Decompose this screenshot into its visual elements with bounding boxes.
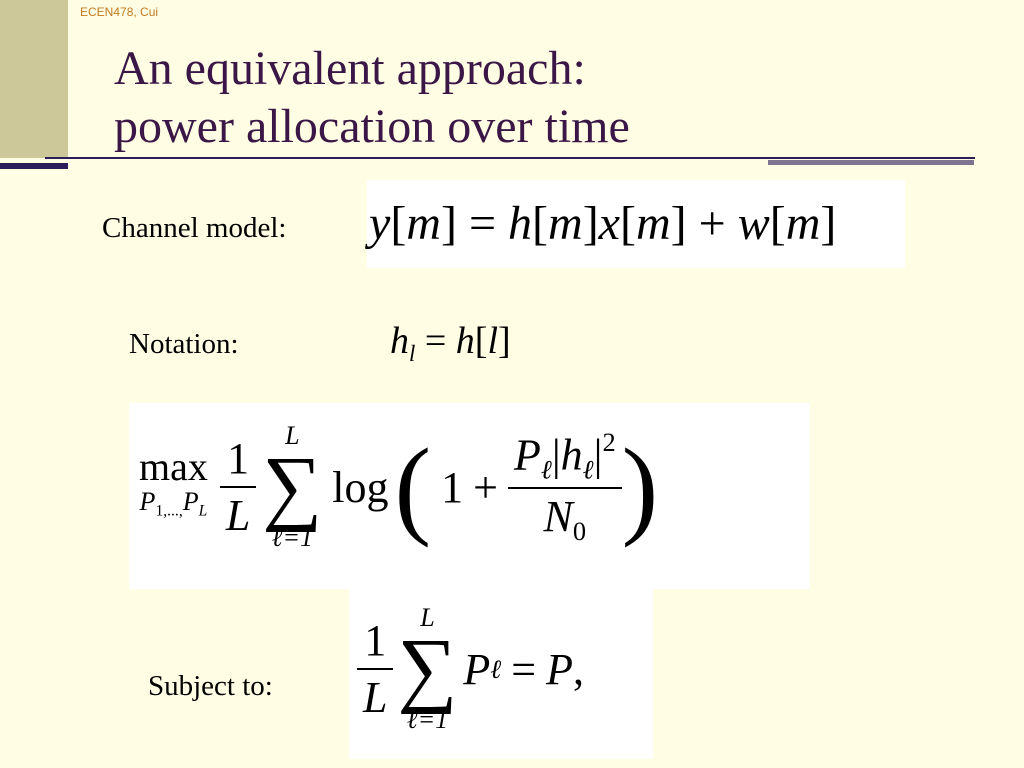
subject-to-label: Subject to: xyxy=(148,670,273,702)
notation-equation: hl = h[l] xyxy=(390,320,511,366)
header-tag: ECEN478, Cui xyxy=(80,5,159,19)
title-underline-left-accent xyxy=(0,163,68,169)
slide-title: An equivalent approach: power allocation… xyxy=(114,40,630,156)
channel-model-equation-box: y[m] = h[m]x[m] + w[m] xyxy=(367,180,905,268)
slide-title-line2: power allocation over time xyxy=(114,100,630,153)
title-underline-right-accent xyxy=(768,160,974,165)
max-operator: max P1,...,PL xyxy=(139,447,208,526)
constraint-summation: L ∑ ℓ=1 xyxy=(397,603,458,734)
slide-title-line1: An equivalent approach: xyxy=(114,42,586,95)
side-accent-bar xyxy=(0,0,68,158)
title-underline xyxy=(45,157,975,159)
channel-model-label: Channel model: xyxy=(102,212,287,244)
constraint-one-over-L: 1 L xyxy=(357,615,394,723)
objective-equation: max P1,...,PL 1 L L ∑ ℓ=1 log ( 1 + Pℓ|h… xyxy=(139,421,659,552)
objective-equation-box: max P1,...,PL 1 L L ∑ ℓ=1 log ( 1 + Pℓ|h… xyxy=(129,403,810,589)
objective-one-over-L: 1 L xyxy=(219,433,257,541)
channel-model-equation: y[m] = h[m]x[m] + w[m] xyxy=(369,197,837,250)
objective-snr-fraction: Pℓ|hℓ|2 N0 xyxy=(507,427,622,548)
max-operator-subscript: P1,...,PL xyxy=(139,487,208,520)
notation-label: Notation: xyxy=(129,328,239,360)
objective-summation: L ∑ ℓ=1 xyxy=(262,421,323,552)
